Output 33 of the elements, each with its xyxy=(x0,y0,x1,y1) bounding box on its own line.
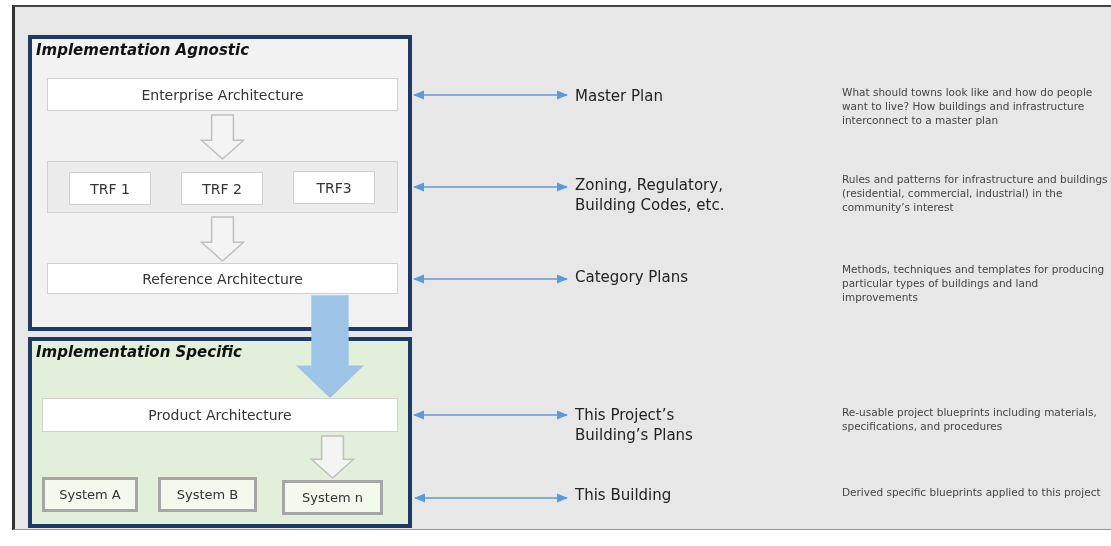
block-arrow xyxy=(296,295,364,399)
plan-label: This Building xyxy=(575,485,775,507)
plan-label: This Project’s Building’s Plans xyxy=(575,405,735,449)
double-arrow xyxy=(412,410,569,420)
process-box: TRF3 xyxy=(293,171,375,204)
description-text: Derived specific blueprints applied to this project xyxy=(842,485,1102,499)
plan-label: Zoning, Regulatory, Building Codes, etc. xyxy=(575,175,775,219)
group-band xyxy=(47,161,398,213)
block-arrow xyxy=(309,435,356,479)
section-heading: Implementation Specific xyxy=(36,343,242,362)
system-box: System B xyxy=(158,477,257,512)
system-box: System n xyxy=(282,480,383,515)
block-arrow xyxy=(199,114,246,160)
description-text: Methods, techniques and templates for producing particular types of buildings and land improvements xyxy=(842,262,1106,304)
double-arrow xyxy=(412,182,569,192)
section-panel xyxy=(28,337,412,528)
process-box: Reference Architecture xyxy=(47,263,398,294)
double-arrow xyxy=(413,493,569,503)
plan-label: Category Plans xyxy=(575,267,775,289)
process-box: Enterprise Architecture xyxy=(47,78,398,111)
description-text: Re-usable project blueprints including materials, specifications, and procedures xyxy=(842,405,1098,433)
block-arrow xyxy=(199,216,246,262)
description-text: What should towns look like and how do people want to live? How buildings and infrastructure interconnect to a master plan xyxy=(842,85,1094,127)
double-arrow xyxy=(412,274,569,284)
system-box: System A xyxy=(42,477,138,512)
double-arrow xyxy=(412,90,569,100)
section-panel xyxy=(28,35,412,331)
description-text: Rules and patterns for infrastructure and buildings (residential, commercial, industrial) in the community’s interest xyxy=(842,172,1109,214)
process-box: Product Architecture xyxy=(42,398,398,432)
plan-label: Master Plan xyxy=(575,86,775,108)
process-box: TRF 2 xyxy=(181,172,263,205)
section-heading: Implementation Agnostic xyxy=(36,41,250,60)
process-box: TRF 1 xyxy=(69,172,151,205)
